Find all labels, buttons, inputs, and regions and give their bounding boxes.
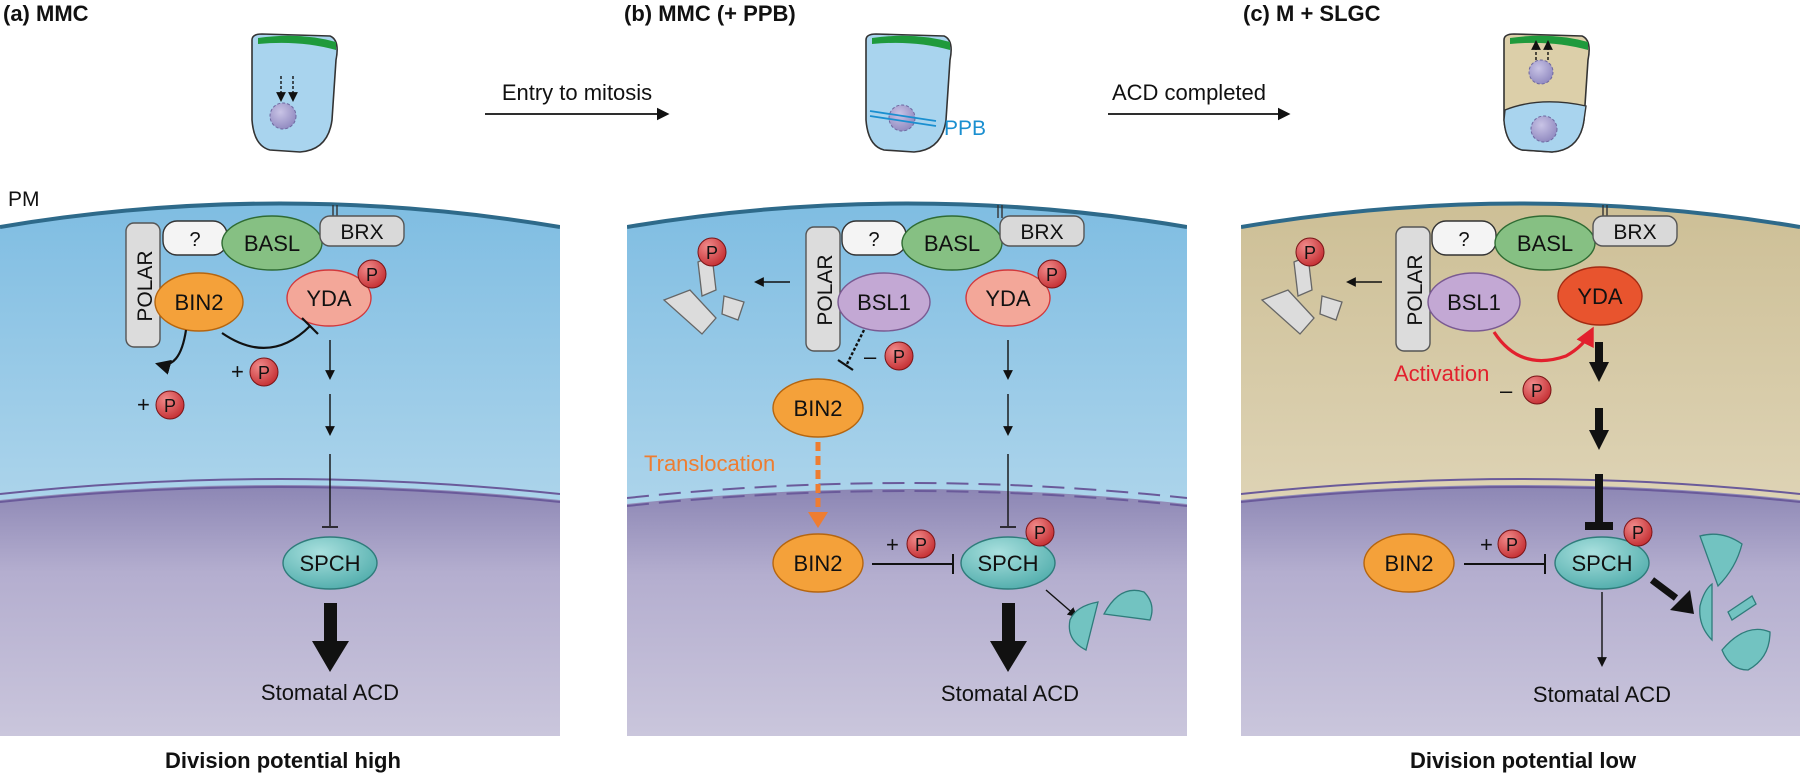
- svg-text:P: P: [164, 396, 176, 416]
- svg-text:–: –: [1500, 378, 1513, 403]
- svg-text:–: –: [864, 344, 877, 369]
- cell-icon-b: PPB: [865, 33, 986, 153]
- svg-text:P: P: [366, 265, 378, 285]
- transition-acd-completed: ACD completed: [1108, 80, 1291, 121]
- brx-node: [1592, 215, 1678, 247]
- svg-text:POLAR: POLAR: [814, 254, 837, 325]
- panel-c-cell: [1241, 201, 1800, 736]
- polar-node: [125, 222, 161, 348]
- panel-a-cell: [0, 201, 560, 736]
- svg-text:P: P: [1632, 523, 1644, 543]
- panel-a-pathway: POLAR ? BASL BRX BIN2 YDA P + P + P: [125, 205, 405, 705]
- svg-text:BSL1: BSL1: [1447, 290, 1501, 315]
- polar-node: [805, 226, 841, 352]
- transition-entry-mitosis: Entry to mitosis: [485, 80, 670, 121]
- svg-text:YDA: YDA: [1577, 284, 1623, 309]
- outcome-b: Stomatal ACD: [941, 681, 1079, 706]
- svg-text:P: P: [706, 243, 718, 263]
- svg-text:BRX: BRX: [1613, 221, 1656, 244]
- svg-text:+: +: [137, 392, 150, 417]
- svg-text:BASL: BASL: [924, 231, 980, 256]
- svg-text:SPCH: SPCH: [977, 551, 1038, 576]
- panel-labels: (a) MMC (b) MMC (+ PPB) (c) M + SLGC: [3, 1, 1381, 26]
- panel-b-label: (b) MMC (+ PPB): [624, 1, 796, 26]
- polar-degradation-fragments: [662, 255, 745, 335]
- svg-text:BASL: BASL: [244, 231, 300, 256]
- activation-label: Activation: [1394, 361, 1489, 386]
- phospho-yda: [357, 259, 387, 289]
- svg-text:POLAR: POLAR: [1404, 254, 1427, 325]
- svg-text:+: +: [1480, 532, 1493, 557]
- svg-text:BIN2: BIN2: [794, 551, 843, 576]
- svg-text:+: +: [886, 532, 899, 557]
- svg-text:?: ?: [868, 229, 879, 251]
- spch-degradation-fragments: [1699, 533, 1771, 671]
- svg-text:SPCH: SPCH: [299, 551, 360, 576]
- svg-text:BRX: BRX: [1020, 221, 1063, 244]
- svg-text:BIN2: BIN2: [794, 396, 843, 421]
- svg-text:P: P: [915, 535, 927, 555]
- polar-node: [1395, 226, 1431, 352]
- svg-text:BIN2: BIN2: [1385, 551, 1434, 576]
- translocation-label: Translocation: [644, 451, 775, 476]
- panel-c-label: (c) M + SLGC: [1243, 1, 1381, 26]
- spch-degradation-fragments: [1068, 589, 1153, 651]
- outcome-a: Stomatal ACD: [261, 680, 399, 705]
- yda-active-node: [1557, 266, 1643, 326]
- bsl1-node: [1427, 272, 1521, 332]
- spch-node: [1554, 536, 1650, 590]
- svg-text:P: P: [893, 347, 905, 367]
- cell-icon-a: [251, 33, 338, 153]
- panel-a-caption: Division potential high: [165, 748, 401, 773]
- brx-node: [999, 215, 1085, 247]
- panel-a-label: (a) MMC: [3, 1, 89, 26]
- svg-text:BRX: BRX: [340, 221, 383, 244]
- svg-text:YDA: YDA: [985, 286, 1031, 311]
- svg-text:BSL1: BSL1: [857, 290, 911, 315]
- svg-text:BASL: BASL: [1517, 231, 1573, 256]
- panel-c-caption: Division potential low: [1410, 748, 1637, 773]
- transition-label-2: ACD completed: [1112, 80, 1266, 105]
- svg-text:P: P: [258, 363, 270, 383]
- panel-b-pathway: POLAR ? BASL BRX BSL1 YDA P P – P BIN2: [644, 205, 1153, 706]
- yda-node: [965, 269, 1051, 327]
- svg-text:P: P: [1531, 381, 1543, 401]
- panel-c-pathway: POLAR ? BASL BRX BSL1 YDA P Activation –…: [1260, 205, 1771, 707]
- outcome-c: Stomatal ACD: [1533, 682, 1671, 707]
- svg-text:P: P: [1304, 243, 1316, 263]
- bin2-node: [154, 272, 244, 332]
- spch-node: [960, 536, 1056, 590]
- bsl1-node: [837, 272, 931, 332]
- transition-label-1: Entry to mitosis: [502, 80, 652, 105]
- bin2-nuclear-node: [1363, 533, 1455, 593]
- brx-node: [319, 215, 405, 247]
- bin2-node: [772, 378, 864, 438]
- pm-label: PM: [8, 188, 40, 211]
- bin2-nuclear-node: [772, 533, 864, 593]
- svg-text:?: ?: [189, 229, 200, 251]
- cell-icon-c: [1503, 33, 1590, 153]
- svg-text:YDA: YDA: [306, 286, 352, 311]
- svg-text:?: ?: [1458, 229, 1469, 251]
- yda-node: [286, 269, 372, 327]
- svg-text:SPCH: SPCH: [1571, 551, 1632, 576]
- svg-text:P: P: [1506, 535, 1518, 555]
- polar-label: POLAR: [134, 250, 157, 321]
- svg-text:BIN2: BIN2: [175, 290, 224, 315]
- svg-text:P: P: [1046, 265, 1058, 285]
- spch-node: [282, 536, 378, 590]
- ppb-label: PPB: [944, 117, 986, 140]
- svg-text:P: P: [1034, 523, 1046, 543]
- svg-text:+: +: [231, 359, 244, 384]
